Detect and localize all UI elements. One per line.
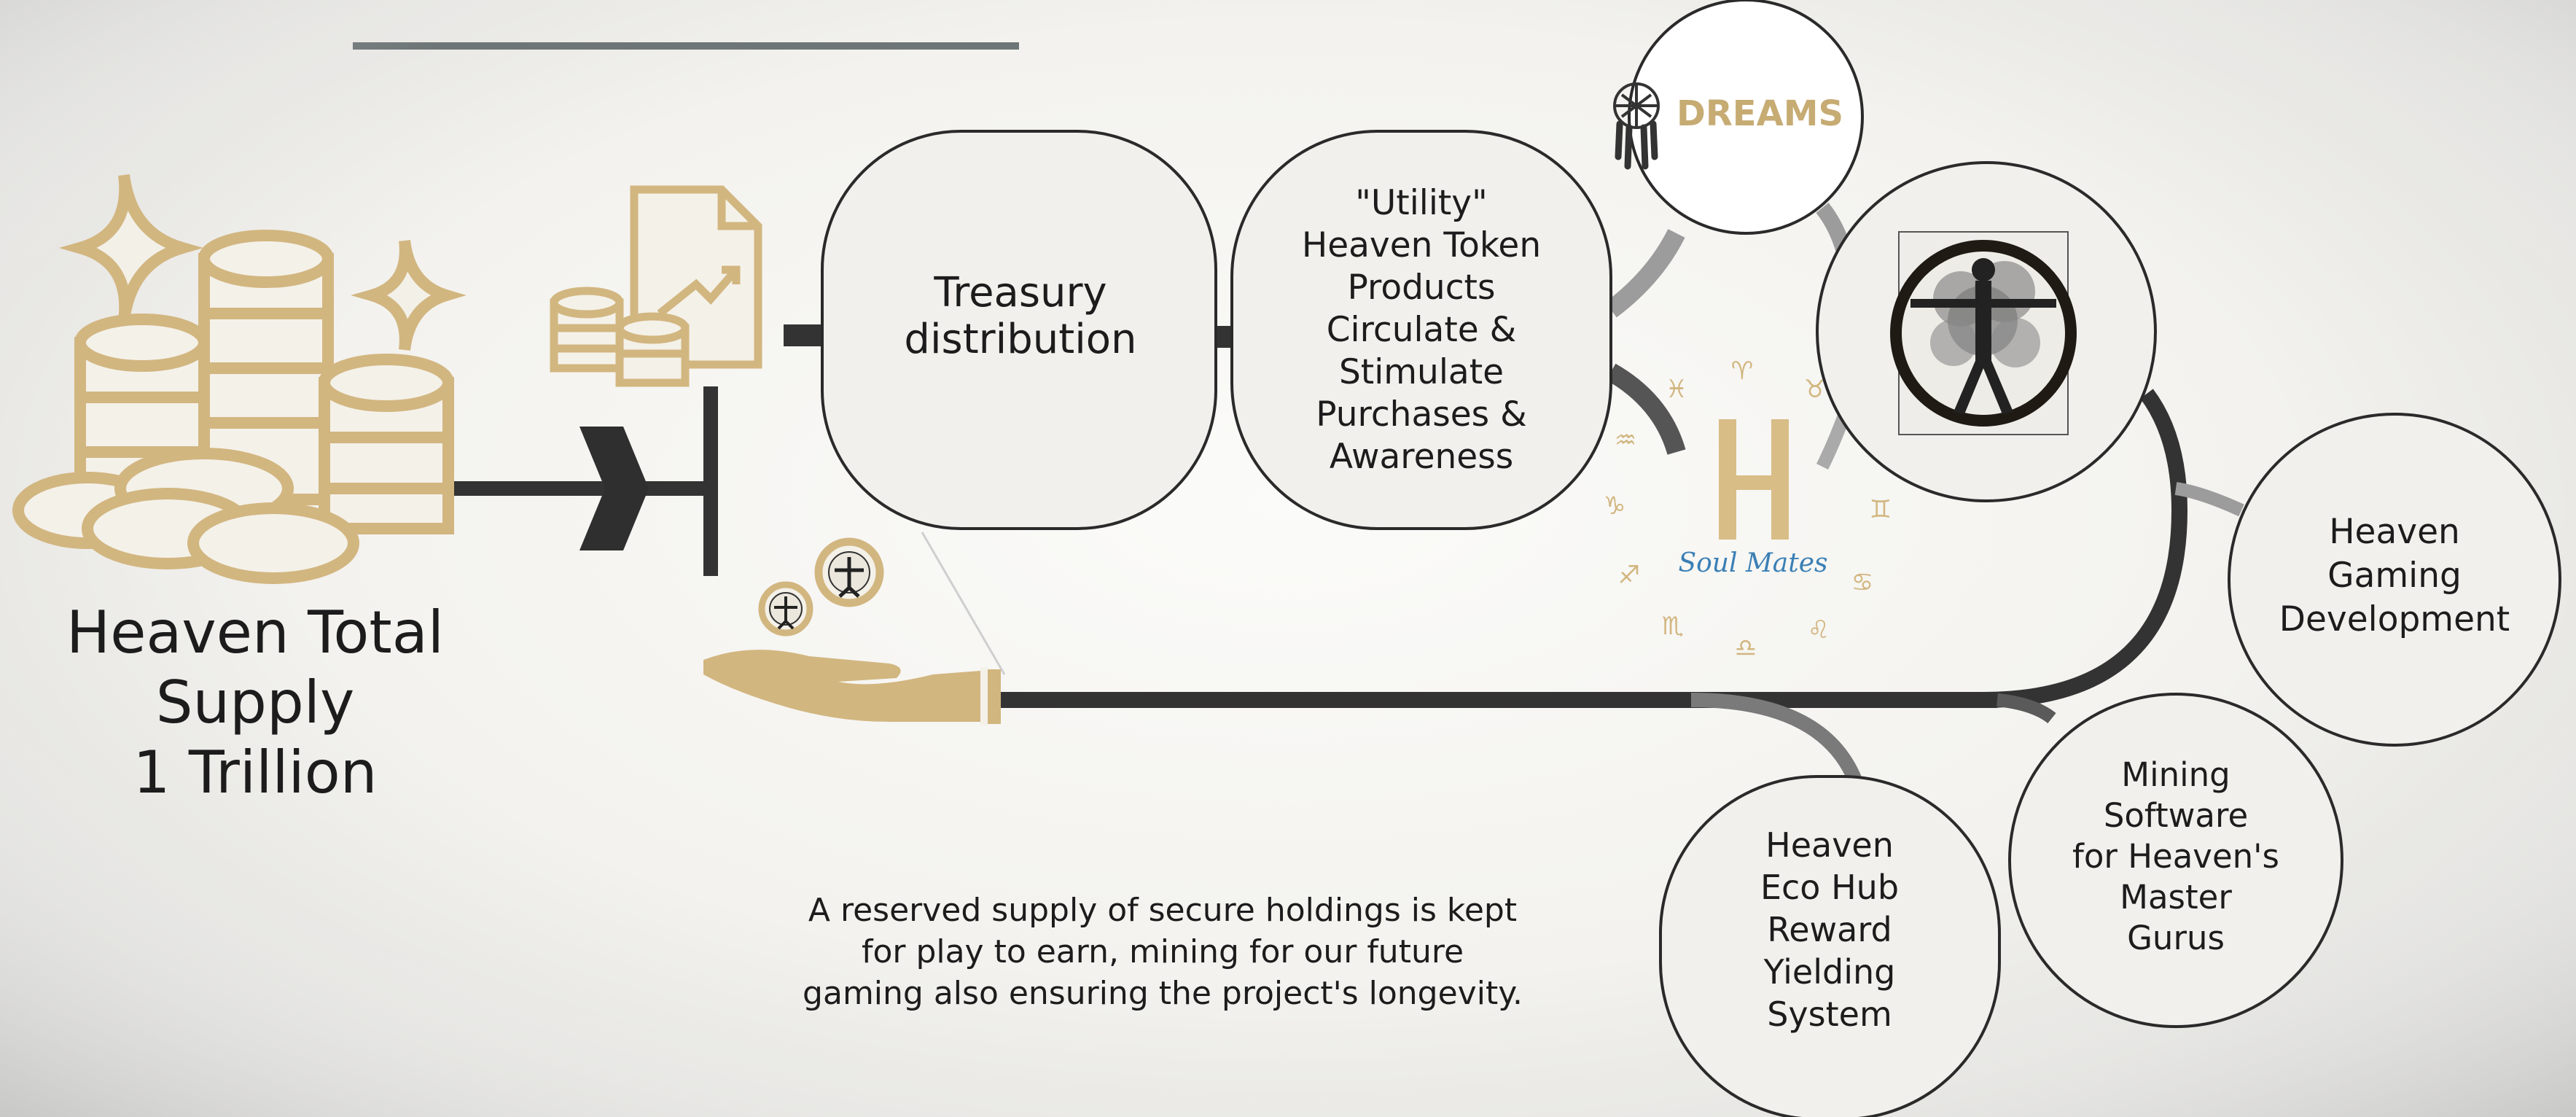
vitruvian-tree-logo (1816, 161, 2157, 502)
treasury-node-shape (821, 130, 1217, 530)
svg-text:♒: ♒ (1615, 426, 1636, 455)
ecohub-node-shape (1659, 775, 2001, 1117)
treasury-node-label: Treasury distribution (904, 269, 1137, 363)
svg-text:♋: ♋ (1851, 568, 1873, 597)
zodiac-ring-icon: ♓ ♈ ♉ ♒ ♊ ♑ ♋ ♐ ♌ ♏ ♎ (1604, 357, 1892, 663)
utility-node-label: "Utility" Heaven Token Products Circulat… (1301, 183, 1542, 477)
total-supply-title: Heaven Total Supply 1 Trillion (66, 599, 444, 806)
soul-mates-logo-text: Soul Mates (1678, 548, 1828, 578)
thin-guide-line (921, 532, 1006, 675)
ecohub-connector (1690, 693, 1862, 783)
svg-text:♏: ♏ (1662, 612, 1684, 641)
arrow-chevron-icon (579, 427, 649, 550)
document-chart-icon (550, 185, 762, 387)
svg-text:♑: ♑ (1604, 491, 1625, 521)
h-logo (1719, 419, 1789, 540)
hand-icon (703, 650, 1001, 725)
mining-connector (1997, 693, 2056, 724)
svg-text:♊: ♊ (1870, 495, 1892, 524)
ecohub-node-label: Heaven Eco Hub Reward Yielding System (1760, 825, 1900, 1034)
svg-text:♌: ♌ (1808, 615, 1830, 645)
svg-text:♓: ♓ (1666, 375, 1687, 404)
utility-h-connector (1606, 363, 1686, 455)
gaming-connector (2174, 482, 2244, 517)
mining-node-shape (2008, 693, 2343, 1028)
gaming-node-label: Heaven Gaming Development (2279, 512, 2510, 639)
mining-node-label: Mining Software for Heaven's Master Guru… (2072, 755, 2279, 957)
vitruvian-tree-icon (1910, 258, 2056, 414)
gaming-node-shape (2228, 413, 2561, 747)
vitruvian-coin-icon (758, 537, 884, 637)
utility-dreams-connector (1605, 229, 1685, 318)
coins-icon (12, 174, 467, 584)
svg-text:♉: ♉ (1804, 375, 1826, 404)
svg-text:♈: ♈ (1731, 357, 1753, 386)
utility-node-shape (1230, 130, 1612, 530)
connector-lines (448, 203, 2244, 783)
reserve-caption: A reserved supply of secure holdings is … (803, 892, 1523, 1012)
dreamcatcher-icon (1613, 82, 1660, 170)
trunk-tree-curve (1982, 389, 2188, 708)
svg-text:♎: ♎ (1735, 634, 1757, 663)
dreams-logo-text: DREAMS (1677, 93, 1844, 134)
dreams-logo (1613, 0, 1864, 235)
svg-text:♐: ♐ (1618, 561, 1640, 590)
